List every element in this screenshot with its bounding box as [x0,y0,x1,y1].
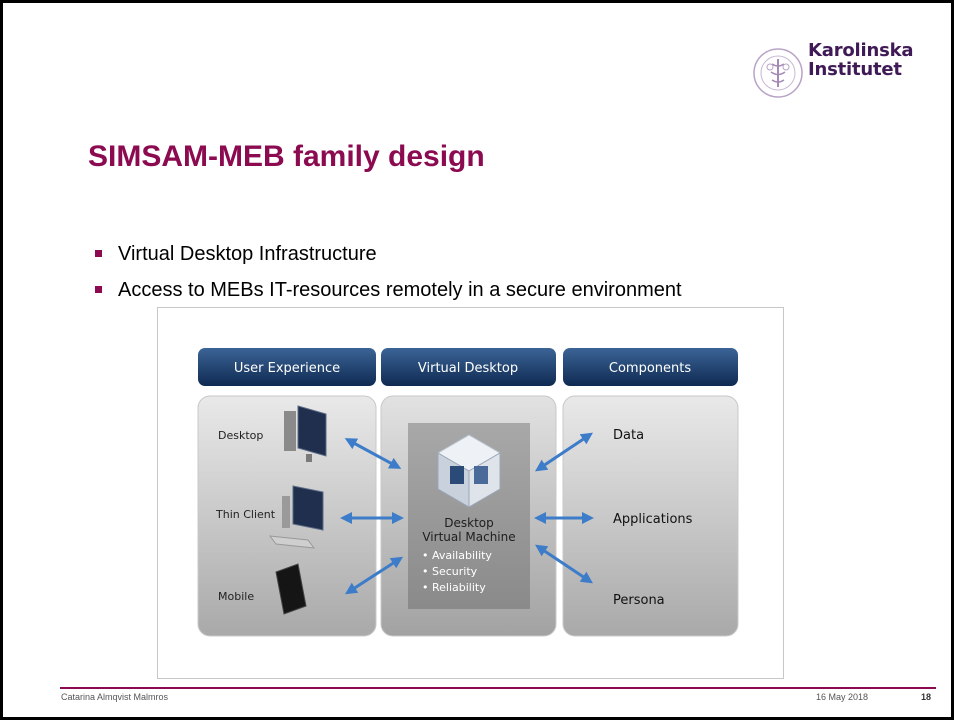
vm-feature: • Security [422,565,478,578]
desktop-computer-icon [284,405,327,462]
device-label: Desktop [218,429,263,442]
vdi-diagram-graphic: User Experience Virtual Desktop Componen… [197,348,739,637]
bullet-item: Virtual Desktop Infrastructure [92,240,682,276]
logo-line-1: Karolinska [808,40,914,61]
footer-author: Catarina Almqvist Malmros [61,692,169,702]
arrow-vm-persona [535,544,593,584]
vm-cube-icon [437,434,501,508]
bullet-square-icon [95,250,102,257]
vm-title-line-1: Desktop [444,516,494,530]
footer-divider [60,687,936,689]
bullet-square-icon [95,286,102,293]
component-label: Data [613,428,644,443]
vdi-diagram: User Experience Virtual Desktop Componen… [157,307,784,679]
header-label: User Experience [234,361,340,376]
page-number: 18 [921,692,932,702]
slide-title: SIMSAM-MEB family design [88,140,485,173]
header-virtual-desktop [381,348,556,386]
bullet-text: Access to MEBs IT-resources remotely in … [118,279,682,301]
connection-arrows [340,432,594,595]
header-user-experience [198,348,376,386]
logo-wordmark: Karolinska Institutet [808,40,914,80]
thin-client-icon [268,485,324,549]
arrow-mobile-vm [344,556,404,595]
mobile-tablet-icon [275,563,307,615]
header-components [563,348,738,386]
footer-date: 16 May 2018 [816,692,869,702]
device-label: Mobile [218,590,254,603]
vm-title-line-2: Virtual Machine [422,530,515,544]
component-label: Persona [613,593,665,608]
ki-seal-icon [753,48,803,98]
vm-feature: • Availability [422,549,492,562]
header-label: Virtual Desktop [418,361,518,376]
bullet-item: Access to MEBs IT-resources remotely in … [92,276,682,312]
karolinska-logo: Karolinska Institutet [752,37,952,117]
bullet-text: Virtual Desktop Infrastructure [118,243,377,265]
header-label: Components [609,361,691,376]
component-label: Applications [613,512,693,527]
logo-line-2: Institutet [808,59,902,80]
arrow-desktop-vm [344,438,402,469]
vm-feature: • Reliability [422,581,486,594]
bullet-list: Virtual Desktop Infrastructure Access to… [92,240,682,312]
arrow-vm-data [535,432,593,472]
device-label: Thin Client [215,508,276,521]
